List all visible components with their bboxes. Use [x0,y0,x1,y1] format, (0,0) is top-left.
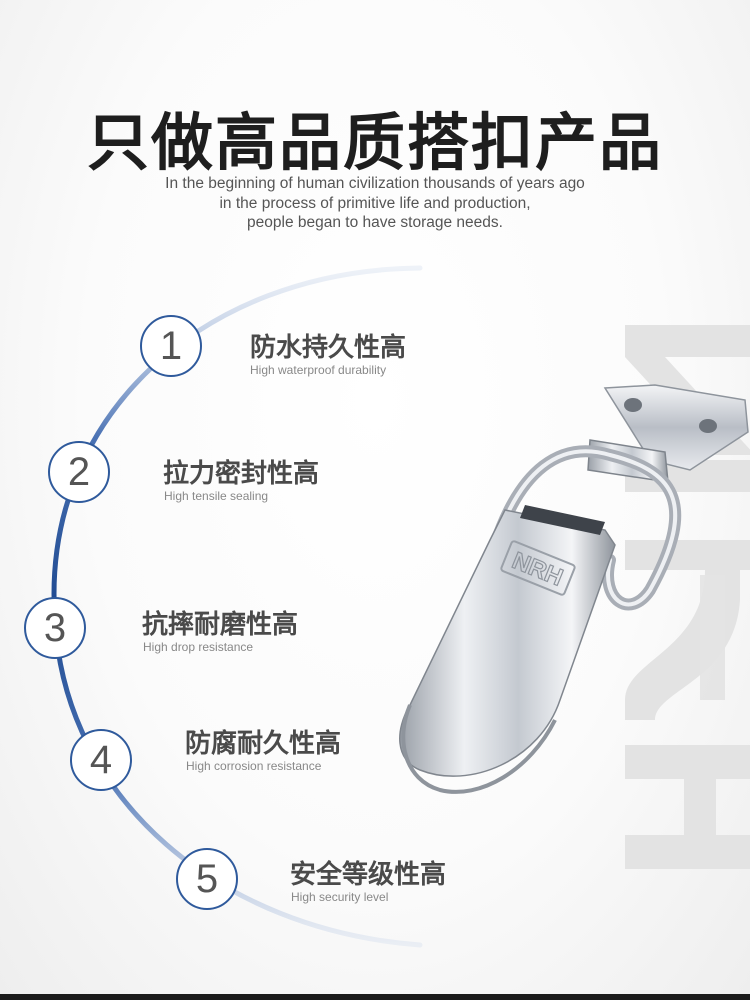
bottom-divider [0,994,750,1000]
feature-title-4: 防腐耐久性高 [185,729,342,759]
page-subtitle: In the beginning of human civilization t… [0,174,750,233]
subtitle-line-2: in the process of primitive life and pro… [219,194,531,212]
feature-subtitle-5: High security level [291,890,389,904]
subtitle-line-3: people began to have storage needs. [247,214,503,231]
feature-subtitle-1: High waterproof durability [250,363,387,377]
page-title: 只做高品质搭扣产品 [86,106,663,179]
feature-number-5: 5 [176,848,238,910]
feature-title-5: 安全等级性高 [290,860,447,890]
feature-number-3: 3 [24,597,86,659]
feature-subtitle-2: High tensile sealing [164,489,269,503]
feature-number-4: 4 [70,729,132,791]
feature-number-1: 1 [140,315,202,377]
feature-title-3: 抗摔耐磨性高 [142,610,299,640]
subtitle-line-1: In the beginning of human civilization t… [165,175,585,192]
feature-subtitle-3: High drop resistance [143,640,254,654]
feature-title-2: 拉力密封性高 [163,459,320,489]
feature-number-2: 2 [48,441,110,503]
feature-subtitle-4: High corrosion resistance [186,759,322,773]
feature-title-1: 防水持久性高 [250,333,407,363]
